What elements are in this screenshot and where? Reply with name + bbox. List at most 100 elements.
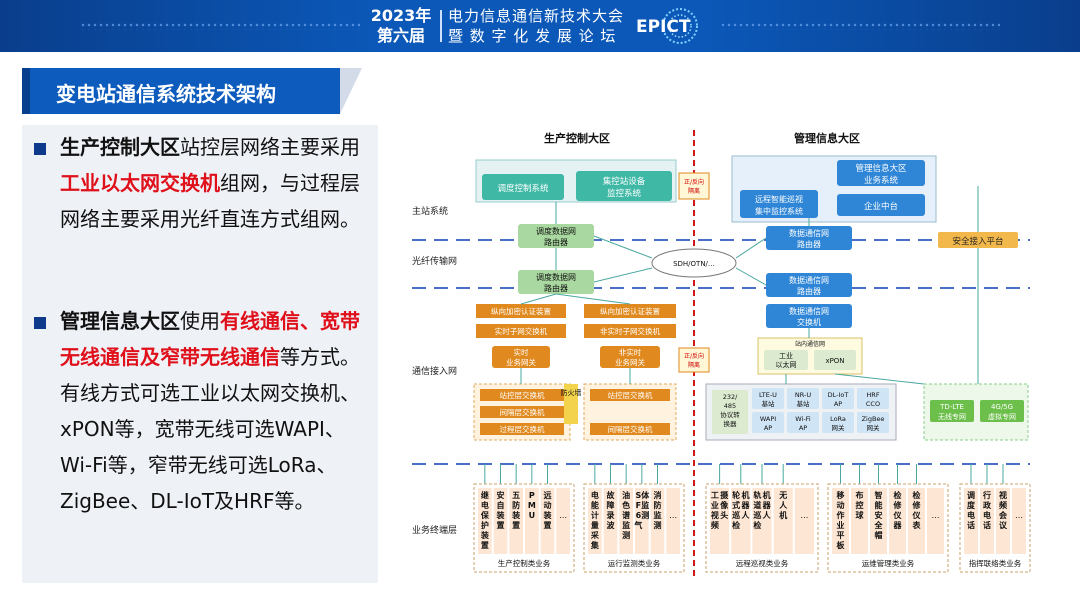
wireless-device-box (857, 412, 889, 433)
wireless-device-kind: CCO (866, 400, 880, 408)
dispatch-system-label: 调度控制系统 (497, 183, 549, 194)
protocol-line4: 换器 (724, 419, 738, 428)
enterprise-platform-label: 企业中台 (864, 201, 898, 212)
terminal-device-label: 智能安全帽 (874, 490, 884, 540)
mid-encrypt-label: 纵向加密认证装置 (600, 306, 660, 316)
secure-access-label: 安全接入平台 (952, 236, 1003, 247)
mis-line2: 业务系统 (864, 175, 899, 186)
terminal-device-box (619, 488, 633, 554)
dispatch-router-bottom-line2: 路由器 (544, 283, 568, 293)
protocol-line3: 协议转 (720, 410, 740, 419)
dispatch-router-top-line1: 调度数据网 (536, 226, 576, 236)
wireless-device-kind: 网关 (867, 423, 881, 432)
left-bay-switch-box (480, 406, 564, 418)
layer-label-fiber: 光纤传输网 (412, 255, 457, 267)
wireless-device-box (787, 388, 819, 409)
left-bay-switch-label: 间隔层交换机 (500, 407, 545, 417)
left-gateway-line1: 实时 (514, 347, 529, 357)
terminal-device-box (556, 488, 570, 554)
remote-patrol-line2: 集中监控系统 (755, 206, 803, 216)
dispatch-system-box (482, 174, 564, 200)
para1-term: 生产控制大区 (60, 135, 180, 159)
protocol-line1: 232/ (723, 393, 738, 401)
terminal-device-box (731, 488, 751, 554)
terminal-device-box (666, 488, 680, 554)
mid-gateway-box (600, 346, 660, 368)
layer-label-master: 主站系统 (412, 205, 448, 217)
para2-text-a: 使用 (180, 309, 220, 333)
terminal-device-label: 布控球 (855, 490, 865, 520)
left-station-switch-label: 站控层交换机 (500, 390, 545, 400)
industrial-eth-box (764, 350, 808, 370)
terminal-device-more: … (932, 511, 940, 520)
header-conference: 电力信息通信新技术大会 暨 数 字 化 发 展 论 坛 (448, 6, 624, 46)
terminal-group-label: 运维管理类业务 (862, 558, 915, 568)
mid-station-switch-label: 站控层交换机 (608, 390, 653, 400)
terminal-device-more: … (800, 511, 808, 520)
terminal-device-label: 油色谱监测 (622, 490, 630, 540)
wireless-device-box (822, 388, 854, 409)
mis-line1: 管理信息大区 (855, 163, 907, 174)
protocol-line2: 485 (724, 402, 736, 410)
terminal-device-box (832, 488, 849, 554)
sdh-cloud (651, 248, 737, 278)
terminal-device-label: 检修仪器 (893, 490, 903, 530)
terminal-device-label: 轨道巡检机器人 (753, 490, 771, 530)
mid-nrt-switch-label: 非实时子网交换机 (600, 326, 660, 336)
wireless-device-type: LoRa (830, 415, 846, 423)
centralized-monitor-line2: 监控系统 (607, 188, 642, 199)
data-router-top-line1: 数据通信网 (789, 228, 829, 238)
mid-nrt-switch-box (584, 324, 676, 338)
terminal-group-label: 生产控制类业务 (498, 558, 551, 568)
dispatch-router-bottom-box (518, 270, 594, 294)
terminal-device-box (635, 488, 649, 554)
left-gateway-box (492, 346, 550, 368)
wireless-device-kind: AP (764, 424, 772, 432)
terminal-device-more: … (1015, 511, 1023, 520)
data-switch-line1: 数据通信网 (789, 306, 829, 316)
wireless-device-kind: AP (834, 400, 842, 408)
logo-text: EPICT (636, 17, 691, 37)
header-year: 2023年 (370, 6, 432, 25)
terminal-device-box (773, 488, 793, 554)
wireless-device-box (752, 388, 784, 409)
layer-label-access: 通信接入网 (412, 365, 457, 377)
isolator-mid-box (678, 347, 710, 373)
mis-box (837, 160, 925, 186)
terminal-device-box (650, 488, 665, 554)
terminal-device-label: 视频会议 (999, 490, 1008, 530)
terminal-device-box (540, 488, 555, 554)
isolator-top-line2: 隔离 (688, 187, 700, 195)
conference-name: 电力信息通信新技术大会 (448, 7, 625, 25)
epict-logo: EPICT (636, 8, 698, 44)
terminal-connectors (484, 464, 1004, 484)
enterprise-platform-box (837, 194, 925, 216)
wireless-device-kind: 基站 (762, 399, 776, 408)
zone-production-label: 生产控制大区 (544, 131, 610, 145)
data-switch-box (766, 304, 852, 328)
wireless-device-box (822, 412, 854, 433)
left-encrypt-box (476, 304, 566, 318)
terminal-device-label: 调度电话 (967, 490, 976, 530)
mid-bay-switch-box (590, 423, 670, 435)
data-router-bottom-line2: 路由器 (797, 286, 821, 296)
terminal-device-label: 故障录波 (607, 490, 616, 530)
wireless-device-box (787, 412, 819, 433)
slide-title-bar: 变电站通信系统技术架构 (22, 68, 362, 114)
terminal-device-box (752, 488, 772, 554)
g45-line1: 4G/5G (991, 403, 1013, 411)
mid-station-switch-box (590, 389, 670, 401)
wireless-device-kind: AP (799, 424, 807, 432)
left-process-switch-label: 过程层交换机 (500, 424, 545, 434)
para1-highlight: 工业以太网交换机 (60, 171, 220, 195)
mid-encrypt-box (584, 304, 676, 318)
zone-management-label: 管理信息大区 (794, 131, 860, 145)
data-router-top-line2: 路由器 (797, 239, 821, 249)
data-router-bottom-box (766, 273, 852, 297)
terminal-device-box (964, 488, 978, 554)
isolator-top-line1: 正/反向 (684, 178, 704, 186)
para2-text-b: 等方式。有线方式可选工业以太网交换机、xPON等，宽带无线可选WAPI、Wi-F… (60, 345, 360, 513)
dispatch-router-top-line2: 路由器 (544, 237, 568, 247)
wireless-device-box (857, 388, 889, 409)
